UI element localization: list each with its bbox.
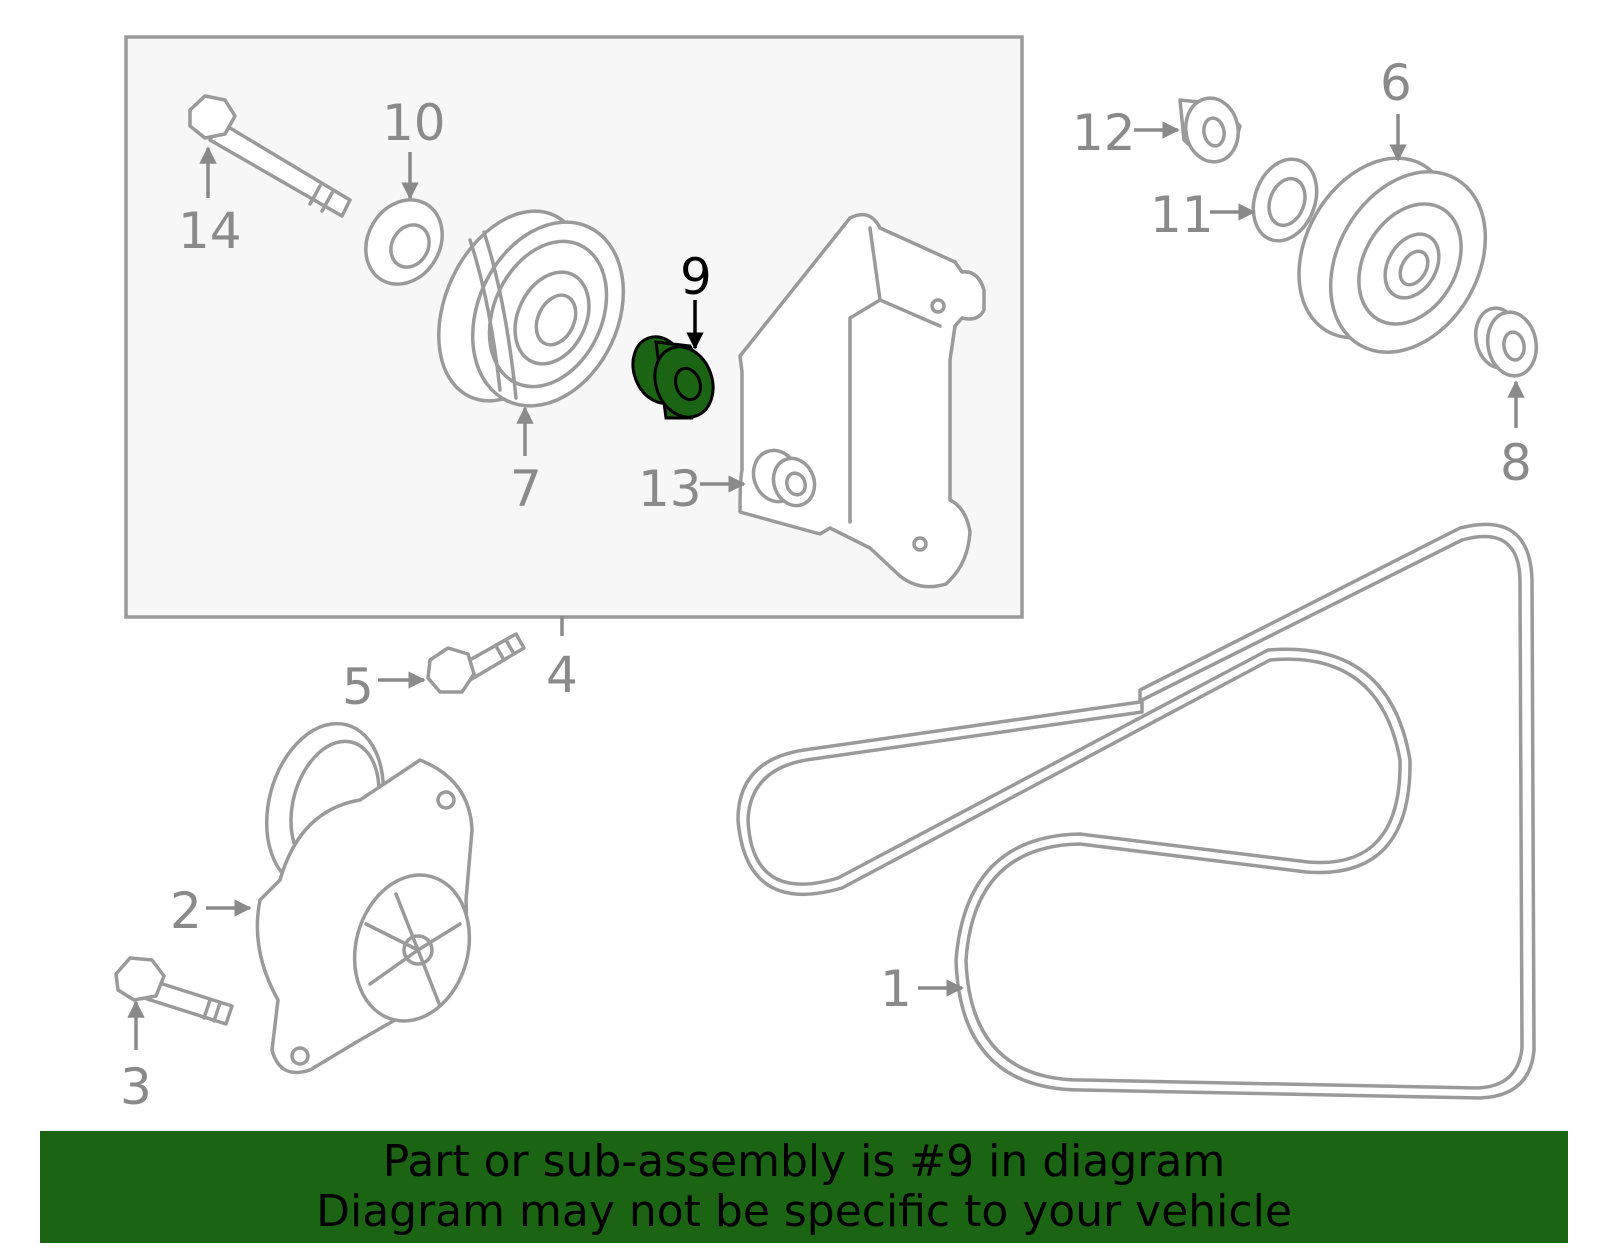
part-1-belt[interactable] xyxy=(736,522,1536,1100)
part-3-bolt[interactable] xyxy=(114,956,234,1026)
part-14-bolt[interactable] xyxy=(188,94,352,218)
part-7-pulley[interactable] xyxy=(410,187,652,430)
callout-1: 1 xyxy=(880,960,912,1018)
callout-4: 4 xyxy=(546,646,578,704)
banner-line-2: Diagram may not be specific to your vehi… xyxy=(316,1186,1292,1237)
callout-6: 6 xyxy=(1380,54,1412,112)
callout-11: 11 xyxy=(1150,186,1214,244)
callout-9: 9 xyxy=(680,248,712,306)
callout-8: 8 xyxy=(1500,434,1532,492)
callout-12: 12 xyxy=(1072,104,1136,162)
info-banner: Part or sub-assembly is #9 in diagram Di… xyxy=(40,1131,1568,1243)
callout-7: 7 xyxy=(510,460,542,518)
part-10-washer[interactable] xyxy=(351,186,457,298)
part-11-washer[interactable] xyxy=(1242,150,1327,249)
callout-5: 5 xyxy=(342,658,374,716)
part-9-bushing[interactable] xyxy=(624,329,723,425)
part-8-bushing[interactable] xyxy=(1471,305,1541,380)
part-5-bolt[interactable] xyxy=(426,632,526,694)
callout-13: 13 xyxy=(638,460,702,518)
banner-line-1: Part or sub-assembly is #9 in diagram xyxy=(382,1136,1226,1187)
part-13-bushing[interactable] xyxy=(746,444,821,511)
part-12-nut[interactable] xyxy=(1178,94,1243,166)
callout-10: 10 xyxy=(382,94,446,152)
part-6-pulley[interactable] xyxy=(1268,131,1517,380)
part-2-tensioner[interactable] xyxy=(249,710,485,1075)
callout-2: 2 xyxy=(170,882,202,940)
callout-3: 3 xyxy=(120,1058,152,1116)
callout-14: 14 xyxy=(178,202,242,260)
